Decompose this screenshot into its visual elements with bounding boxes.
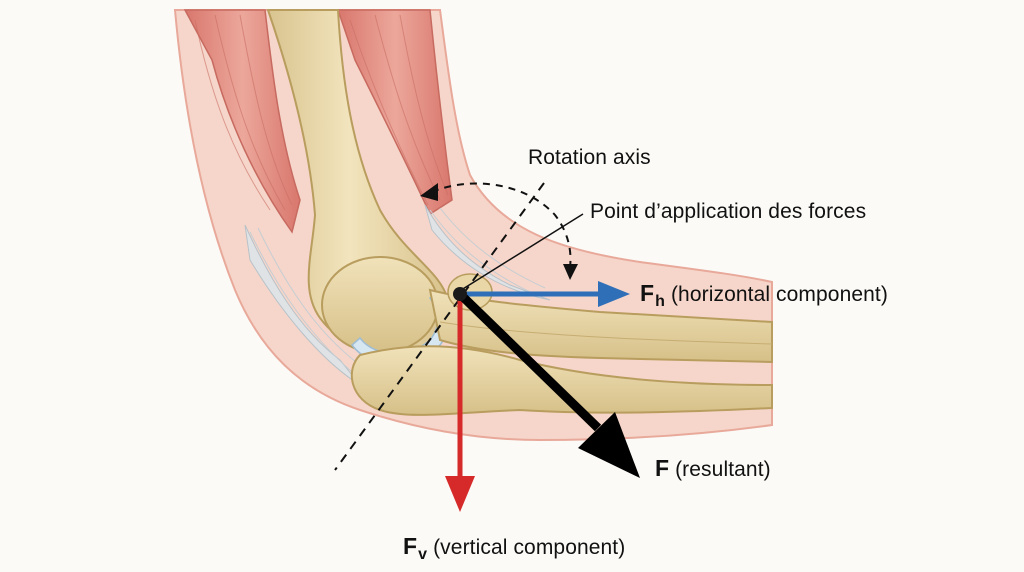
humerus-bone (266, 9, 450, 354)
fh-subscript: h (655, 293, 666, 310)
rotation-axis-line (334, 182, 545, 471)
horizontal-component-label: Fh (horizontal component) (640, 280, 888, 310)
fh-text: (horizontal component) (670, 283, 888, 306)
triceps-muscle (336, 9, 453, 216)
horizontal-force-arrow (460, 281, 630, 307)
biceps-muscle (183, 9, 301, 234)
application-leader-line (457, 213, 584, 293)
vertical-component-label: Fv (vertical component) (403, 533, 626, 563)
fh-symbol: F (640, 280, 655, 306)
application-point-label: Point d’application des forces (590, 200, 867, 223)
f-text: (resultant) (675, 458, 771, 481)
rotation-arc-arrowhead-start (420, 183, 438, 201)
resultant-force-arrow (456, 290, 640, 478)
f-symbol: F (655, 455, 670, 481)
rotation-arc (431, 182, 572, 269)
fv-text: (vertical component) (433, 536, 626, 559)
fv-symbol: F (403, 533, 418, 559)
application-point-dot (453, 287, 467, 301)
vertical-force-arrow (445, 296, 475, 512)
rotation-arc-arrowhead-end (563, 264, 578, 280)
fv-subscript: v (418, 546, 428, 563)
resultant-label: F (resultant) (655, 455, 771, 482)
rotation-axis-label: Rotation axis (528, 146, 651, 169)
